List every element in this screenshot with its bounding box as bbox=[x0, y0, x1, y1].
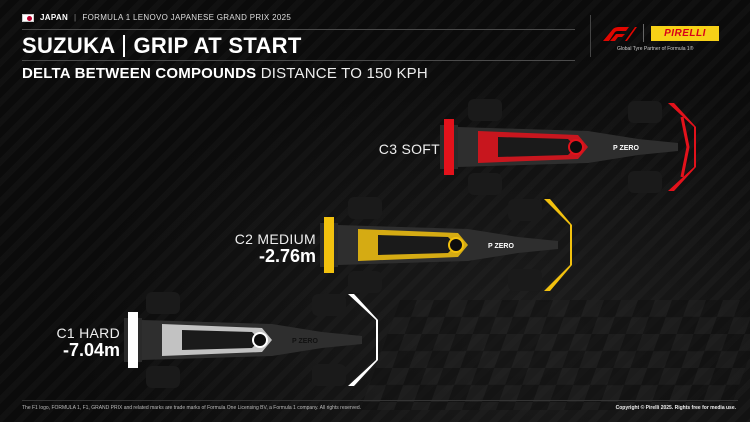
brand-divider bbox=[643, 24, 644, 42]
delta-hard: -7.04m bbox=[62, 340, 120, 360]
pirelli-logo-icon: PIRELLI bbox=[651, 26, 719, 41]
label-hard: C1 HARD -7.04m bbox=[10, 325, 120, 359]
footer-divider bbox=[22, 400, 738, 401]
car-soft: P ZERO bbox=[440, 99, 696, 195]
brand-box: PIRELLI Global Tyre Partner of Formula 1… bbox=[590, 15, 738, 57]
delta-medium: -2.76m bbox=[258, 246, 316, 266]
divider-bottom bbox=[22, 60, 575, 61]
page-title: SUZUKA GRIP AT START bbox=[22, 33, 302, 59]
title-topic: GRIP AT START bbox=[133, 33, 302, 58]
tyre-text-hard: P ZERO bbox=[292, 338, 318, 345]
divider-top bbox=[22, 29, 575, 30]
legal-text: The F1 logo, FORMULA 1, F1, GRAND PRIX a… bbox=[22, 405, 362, 411]
tyre-text-medium: P ZERO bbox=[488, 243, 514, 250]
event-name: FORMULA 1 LENOVO JAPANESE GRAND PRIX 202… bbox=[82, 13, 292, 22]
subtitle-bold: DELTA BETWEEN COMPOUNDS bbox=[22, 65, 257, 82]
separator: | bbox=[74, 13, 77, 22]
compound-hard: C1 HARD bbox=[56, 325, 120, 341]
country-label: JAPAN bbox=[40, 13, 69, 22]
f1-logo-icon bbox=[603, 27, 637, 41]
car-medium: P ZERO bbox=[320, 197, 572, 293]
page-subtitle: DELTA BETWEEN COMPOUNDS DISTANCE TO 150 … bbox=[22, 65, 428, 82]
compound-soft: C3 SOFT bbox=[378, 141, 440, 157]
title-separator bbox=[123, 35, 126, 57]
partner-text: Global Tyre Partner of Formula 1® bbox=[617, 46, 694, 52]
japan-flag-icon bbox=[22, 13, 34, 22]
subtitle-light: DISTANCE TO 150 KPH bbox=[260, 65, 428, 82]
copyright-text: Copyright © Pirelli 2025. Rights free fo… bbox=[615, 405, 736, 411]
title-venue: SUZUKA bbox=[22, 33, 116, 58]
event-bar: JAPAN | FORMULA 1 LENOVO JAPANESE GRAND … bbox=[22, 13, 291, 22]
label-soft: C3 SOFT bbox=[330, 141, 440, 157]
checkered-track-pattern bbox=[359, 300, 750, 410]
car-hard: P ZERO bbox=[124, 292, 378, 388]
tyre-text-soft: P ZERO bbox=[613, 145, 639, 152]
compound-medium: C2 MEDIUM bbox=[234, 231, 316, 247]
label-medium: C2 MEDIUM -2.76m bbox=[204, 231, 316, 265]
